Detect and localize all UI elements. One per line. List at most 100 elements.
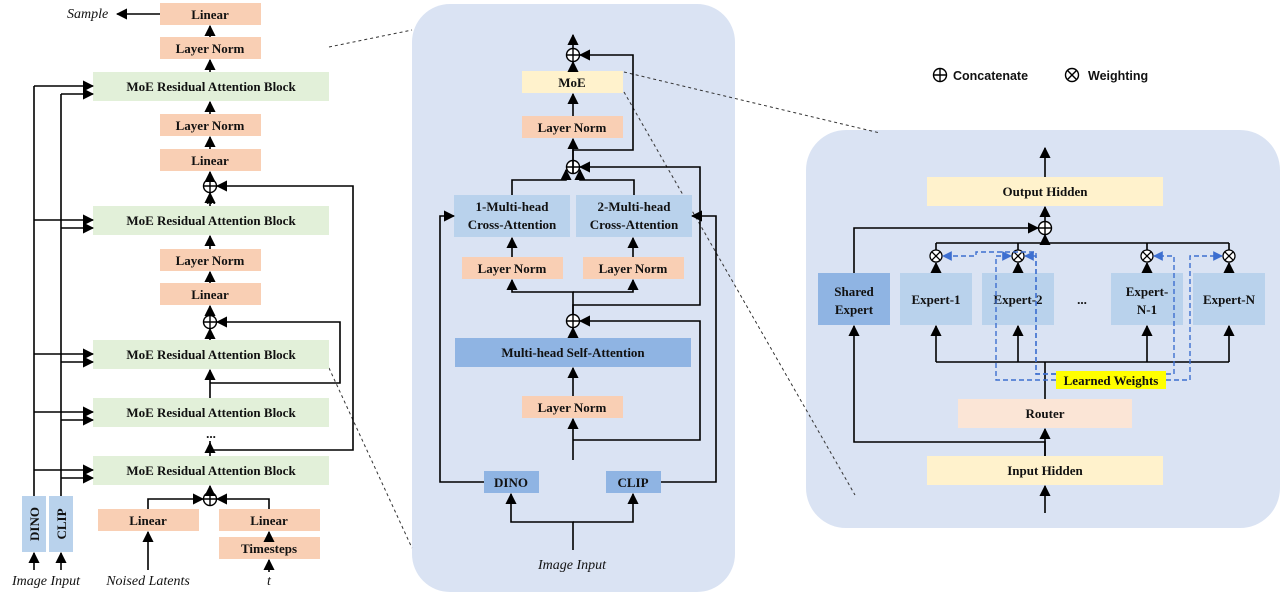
arrow — [574, 168, 635, 195]
layer-norm-box — [522, 396, 623, 418]
input-to-shared-expert — [848, 324, 1046, 456]
concat-icon — [565, 47, 581, 63]
expert-2-box — [982, 273, 1054, 325]
self-attention-label: Multi-head Self-Attention — [501, 345, 645, 360]
concat-icon — [1037, 220, 1053, 236]
skip-connection — [572, 161, 701, 314]
weighting-icon — [1140, 249, 1154, 263]
ellipsis: ... — [206, 192, 216, 207]
clip-box — [606, 471, 661, 493]
moe-block-5 — [93, 72, 329, 101]
weighting-icon — [1222, 249, 1236, 263]
moe-label: MoE — [558, 75, 585, 90]
cross1-label-2: Cross-Attention — [468, 217, 557, 232]
ellipsis: ... — [206, 426, 216, 441]
image-input-label: Image Input — [11, 574, 81, 589]
layer-norm-label: Layer Norm — [538, 120, 607, 135]
moe-block-label: MoE Residual Attention Block — [126, 347, 296, 362]
expert-n-label: Expert-N — [1203, 292, 1256, 307]
layer-norm-box — [160, 37, 261, 59]
expert-1-box — [900, 273, 972, 325]
concat-icon — [202, 491, 218, 507]
expert-1-label: Expert-1 — [911, 292, 960, 307]
arrow — [573, 278, 639, 293]
linear-box — [160, 283, 261, 305]
learned-weight-path — [1166, 251, 1223, 381]
router-box — [958, 399, 1132, 428]
self-attention-box — [455, 338, 691, 367]
shared-to-concat — [853, 222, 1040, 273]
input-hidden-label: Input Hidden — [1007, 463, 1083, 478]
moe-block-4 — [93, 206, 329, 235]
linear-box — [160, 149, 261, 171]
linear-label: Linear — [129, 513, 167, 528]
expert-n-1-label-1: Expert- — [1126, 284, 1169, 299]
moe-block-label: MoE Residual Attention Block — [126, 79, 296, 94]
expert-2-label: Expert-2 — [993, 292, 1042, 307]
output-hidden-label: Output Hidden — [1003, 184, 1089, 199]
moe-block-1 — [93, 456, 329, 485]
skip-connection — [210, 316, 341, 384]
weighting-icon — [1064, 67, 1080, 83]
dino-label: DINO — [27, 507, 42, 541]
arrow — [511, 168, 572, 195]
timesteps-box — [219, 537, 320, 559]
right-panel — [806, 130, 1280, 528]
linear-time-box — [219, 509, 320, 531]
arrow — [506, 278, 574, 314]
clip-to-cross-attention — [661, 210, 717, 483]
moe-block-2 — [93, 398, 329, 427]
noised-latents-label: Noised Latents — [105, 574, 190, 589]
concat-icon — [565, 313, 581, 329]
layer-norm-box — [160, 249, 261, 271]
layer-norm-box — [522, 116, 623, 138]
expert-n-1-label-2: N-1 — [1137, 302, 1157, 317]
moe-block-label: MoE Residual Attention Block — [126, 405, 296, 420]
layer-norm-label: Layer Norm — [176, 118, 245, 133]
shared-expert-label-2: Expert — [835, 302, 874, 317]
clip-box — [49, 496, 73, 552]
dino-box — [484, 471, 539, 493]
moe-box — [522, 71, 623, 93]
layer-norm-label: Layer Norm — [599, 261, 668, 276]
dino-box — [22, 496, 46, 552]
dino-label: DINO — [494, 475, 528, 490]
input-hidden-box — [927, 456, 1163, 485]
arrow — [573, 492, 639, 523]
arrow — [505, 492, 574, 550]
legend-weighting: Weighting — [1088, 69, 1148, 83]
skip-connection — [572, 49, 634, 174]
clip-label: CLIP — [54, 508, 69, 539]
cross-attention-1-box — [454, 195, 570, 237]
timesteps-label: Timesteps — [241, 541, 297, 556]
concat-icon — [202, 314, 218, 330]
linear-label: Linear — [191, 7, 229, 22]
legend-concatenate: Concatenate — [953, 69, 1028, 83]
arrow — [215, 493, 270, 509]
layer-norm-label: Layer Norm — [176, 41, 245, 56]
moe-block-label: MoE Residual Attention Block — [126, 463, 296, 478]
sample-label: Sample — [67, 7, 108, 22]
output-hidden-box — [927, 177, 1163, 206]
learned-weight-path — [942, 251, 1056, 375]
expert-n-1-box — [1111, 273, 1183, 325]
linear-latents-box — [98, 509, 199, 531]
zoom-connector — [623, 71, 881, 134]
arrow — [147, 493, 205, 509]
linear-label: Linear — [191, 287, 229, 302]
learned-weights-label: Learned Weights — [1064, 373, 1159, 388]
linear-label: Linear — [191, 153, 229, 168]
cross1-label-1: 1-Multi-head — [476, 199, 550, 214]
layer-norm-box — [462, 257, 563, 279]
concatenate-icon — [932, 67, 948, 83]
linear-label: Linear — [250, 513, 288, 528]
expert-n-box — [1193, 273, 1265, 325]
learned-weight-path — [995, 251, 1056, 381]
skip-connection — [573, 315, 701, 441]
skip-connection — [209, 180, 354, 451]
cross2-label-2: Cross-Attention — [590, 217, 679, 232]
linear-output-box — [160, 3, 261, 25]
zoom-connector — [328, 29, 413, 48]
zoom-connector — [328, 367, 413, 549]
